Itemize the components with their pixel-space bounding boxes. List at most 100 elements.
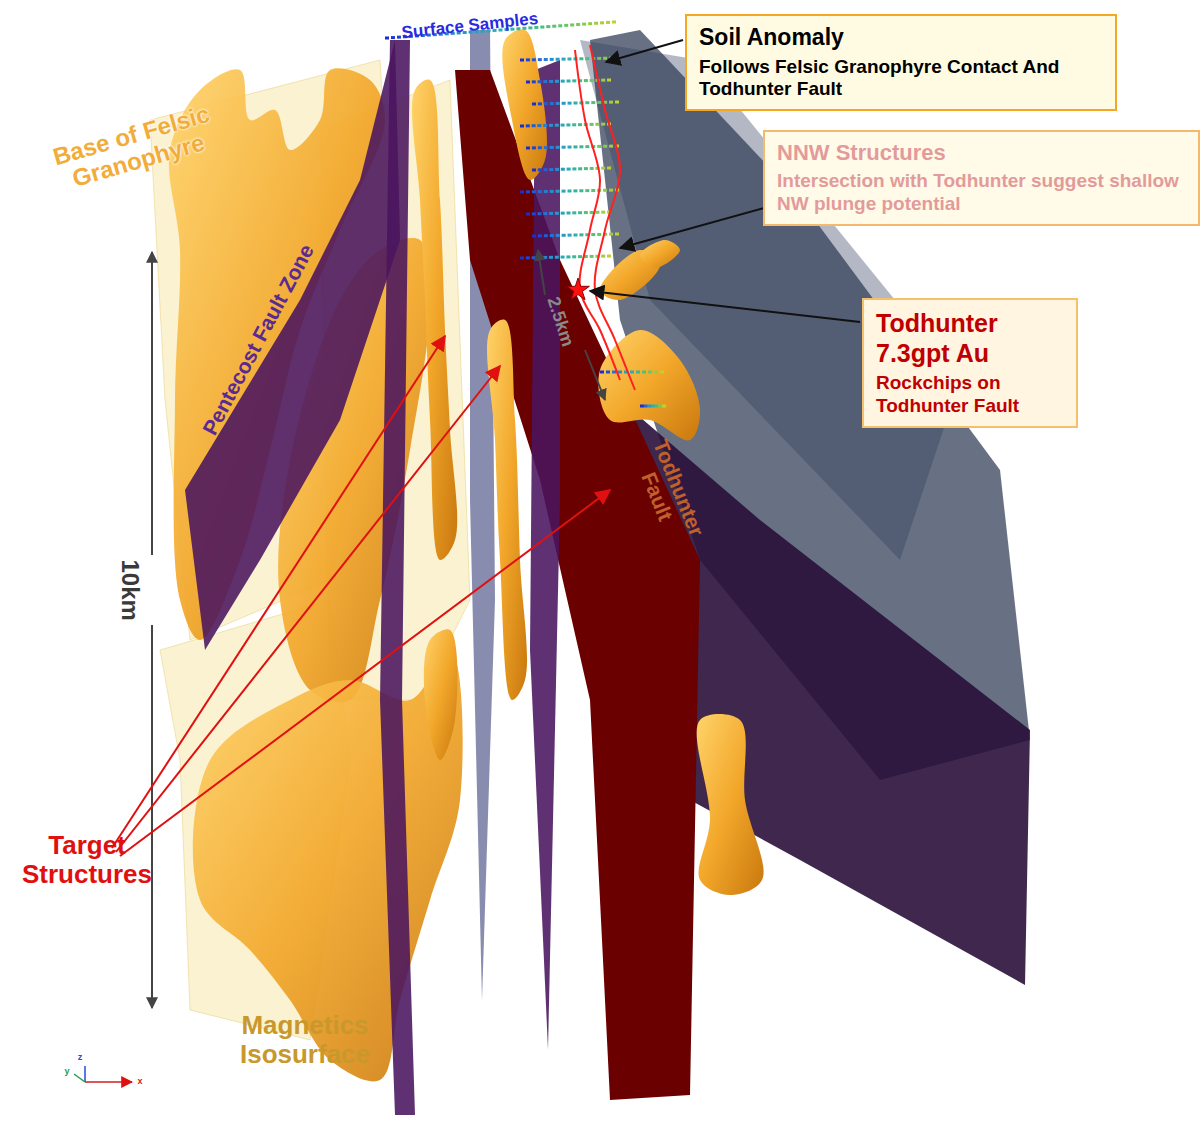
soil-anomaly-contour xyxy=(575,50,620,380)
sample-dot xyxy=(578,211,582,214)
sample-dot xyxy=(615,233,619,236)
sample-dot xyxy=(526,213,530,216)
sample-dot xyxy=(532,169,536,172)
leader-arrow xyxy=(620,205,775,248)
sample-dot xyxy=(556,190,560,193)
sample-dot xyxy=(549,168,553,171)
sample-dot xyxy=(568,102,572,105)
sample-dot xyxy=(526,58,530,61)
sample-dot xyxy=(546,25,550,28)
sample-dot xyxy=(601,79,605,82)
sample-dot xyxy=(566,255,570,258)
sample-dot xyxy=(550,190,554,193)
sample-dot xyxy=(585,57,589,60)
sample-dot xyxy=(591,101,595,104)
sample-dot xyxy=(538,146,542,149)
sample-dot xyxy=(552,25,556,28)
sample-dot xyxy=(601,167,605,170)
sample-dot xyxy=(572,123,576,126)
sample-dot xyxy=(549,124,553,127)
leader-arrow xyxy=(590,291,860,322)
sample-dot xyxy=(578,167,582,170)
sample-dot xyxy=(566,123,570,126)
sample-dot xyxy=(658,405,662,408)
sample-dot xyxy=(636,371,640,374)
sample-dot xyxy=(543,212,547,215)
sample-dot xyxy=(544,234,548,237)
sample-dot xyxy=(526,256,530,259)
sample-dot xyxy=(561,256,565,259)
callout-heading: Soil Anomaly xyxy=(699,24,1103,52)
soil-anomaly-contour xyxy=(590,45,635,390)
sample-dot xyxy=(549,80,553,83)
sample-dot xyxy=(572,255,576,258)
sample-dot xyxy=(600,371,604,374)
sample-dot xyxy=(603,57,607,60)
sample-dot xyxy=(556,58,560,61)
sample-dot xyxy=(537,124,541,127)
sample-dot xyxy=(607,167,611,170)
sample-dot xyxy=(591,233,595,236)
axis-label: y xyxy=(61,1067,73,1077)
sample-dot xyxy=(538,190,542,193)
sample-dot xyxy=(555,80,559,83)
sample-dot xyxy=(568,58,572,61)
magnetic-isosurface xyxy=(487,320,527,700)
sample-dot xyxy=(615,101,619,104)
magnetic-isosurface xyxy=(193,650,463,1082)
sample-dot xyxy=(607,79,611,82)
magnetic-isosurface xyxy=(424,629,458,760)
sample-dot xyxy=(662,405,666,408)
sample-dot xyxy=(597,145,601,148)
sample-dot xyxy=(561,212,565,215)
sample-dot xyxy=(562,190,566,193)
sample-dot xyxy=(568,146,572,149)
dimension-line xyxy=(585,350,605,400)
sample-dot xyxy=(648,371,652,374)
sample-dot xyxy=(550,234,554,237)
sample-dot xyxy=(532,256,536,259)
sample-dot xyxy=(549,256,553,259)
sample-dot xyxy=(568,190,572,193)
sample-dot xyxy=(595,211,599,214)
sample-dot xyxy=(572,167,576,170)
sample-dot xyxy=(555,168,559,171)
sample-dot xyxy=(578,255,582,258)
sample-dot xyxy=(578,123,582,126)
sample-dot xyxy=(574,234,578,237)
sample-dot xyxy=(597,233,601,236)
sample-dot xyxy=(562,102,566,105)
sample-dot xyxy=(574,102,578,105)
sample-dot xyxy=(576,23,580,26)
sample-dot xyxy=(609,101,613,104)
sample-dot xyxy=(520,191,524,194)
sample-dot xyxy=(549,212,553,215)
sample-dot xyxy=(590,167,594,170)
dimension-line xyxy=(538,250,545,295)
callout-body: Follows Felsic Granophyre Contact And To… xyxy=(699,56,1103,102)
sample-dot xyxy=(567,168,571,171)
sample-dot xyxy=(567,80,571,83)
sample-dot xyxy=(555,124,559,127)
sample-dot xyxy=(573,145,577,148)
sample-dot xyxy=(520,59,524,62)
sample-dot xyxy=(640,405,644,408)
sample-dot xyxy=(651,405,655,408)
sample-dot xyxy=(590,79,594,82)
callout-box: Todhunter 7.3gpt AuRockchips on Todhunte… xyxy=(862,298,1078,428)
sample-dot xyxy=(597,57,601,60)
sample-dot xyxy=(572,211,576,214)
sample-dot xyxy=(532,103,536,106)
sample-dot xyxy=(647,405,651,408)
sample-dot xyxy=(601,211,605,214)
sample-dot xyxy=(585,145,589,148)
sample-dot xyxy=(544,168,548,171)
sample-dot xyxy=(543,124,547,127)
sample-dot xyxy=(556,146,560,149)
sample-dot xyxy=(526,124,530,127)
axis-z xyxy=(84,1066,86,1082)
sample-dot xyxy=(655,405,659,408)
sample-dot xyxy=(385,37,389,40)
leader-arrow xyxy=(116,366,500,852)
sample-dot xyxy=(556,234,560,237)
